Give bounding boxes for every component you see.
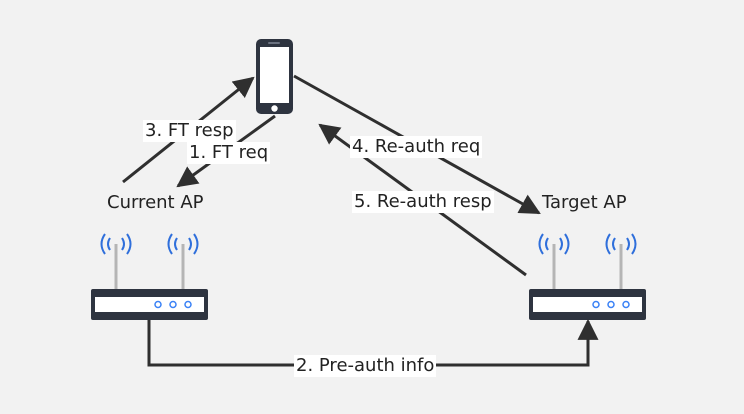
current-ap-router-icon bbox=[91, 233, 208, 320]
ft-resp-label: 3. FT resp bbox=[143, 120, 236, 142]
re-auth-req-label: 4. Re-auth req bbox=[350, 136, 483, 158]
wifi-signal-icon bbox=[167, 233, 199, 255]
re-auth-resp-label: 5. Re-auth resp bbox=[352, 191, 494, 213]
wifi-signal-icon bbox=[538, 233, 570, 255]
current-ap-label: Current AP bbox=[107, 192, 204, 213]
smartphone-icon bbox=[256, 39, 293, 114]
target-ap-label: Target AP bbox=[542, 192, 627, 213]
target-ap-router-icon bbox=[529, 233, 646, 320]
wifi-signal-icon bbox=[605, 233, 637, 255]
ft-req-label: 1. FT req bbox=[187, 142, 271, 164]
pre-auth-info-label: 2. Pre-auth info bbox=[294, 355, 437, 377]
wifi-signal-icon bbox=[100, 233, 132, 255]
